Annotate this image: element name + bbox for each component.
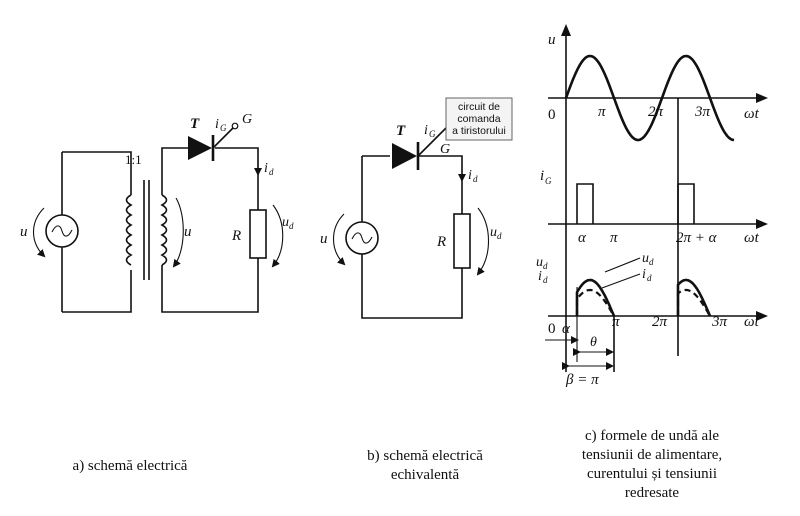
secondary-coil — [160, 194, 168, 266]
curve-label-id: i — [642, 267, 646, 282]
curve-label-id-sub: d — [647, 273, 652, 283]
gate-pulse-1 — [576, 183, 594, 224]
command-box-line-2: comanda — [457, 113, 500, 125]
middle-ylabel: i — [540, 168, 544, 184]
circuit-b: u T i G G circuit de comanda a tiristoru… — [320, 97, 513, 319]
middle-ylabel-sub: G — [545, 176, 552, 186]
load-voltage-sub-a: d — [289, 221, 294, 231]
circuit-b-wire — [361, 155, 463, 319]
gate-terminal — [231, 122, 239, 130]
caption-b-line-2: echivalentă — [391, 467, 460, 483]
top-tick-3pi: 3π — [694, 104, 711, 120]
thyristor-label-a: T — [190, 116, 200, 132]
top-ylabel: u — [548, 32, 556, 48]
caption-a: a) schemă electrică — [73, 458, 188, 474]
top-xlabel: ωt — [744, 106, 760, 122]
bottom-ylabel-u-sub: d — [543, 261, 548, 271]
load-current-curve-1 — [575, 288, 615, 317]
thyristor-a — [188, 136, 212, 160]
id-leader — [601, 273, 641, 289]
gate-command-box — [445, 97, 513, 141]
beta-label: β = π — [565, 372, 599, 388]
y-axis-arrow — [561, 24, 571, 36]
ratio-label: 1:1 — [125, 152, 142, 167]
thyristor-b — [392, 143, 417, 169]
bottom-tick-2pi: 2π — [652, 314, 668, 330]
resistor-b — [453, 213, 471, 269]
supply-voltage-curve — [564, 54, 735, 142]
bottom-xlabel: ωt — [744, 314, 760, 330]
top-tick-0: 0 — [548, 107, 556, 123]
resistor-label-a: R — [231, 228, 241, 244]
secondary-voltage-arrow — [172, 197, 184, 268]
gate-current-label-b: i — [424, 123, 428, 138]
sine-icon — [351, 232, 373, 244]
load-voltage-curve-2 — [676, 278, 712, 317]
ud-leader — [604, 257, 641, 273]
middle-tick-pi: π — [610, 230, 618, 246]
top-tick-2pi: 2π — [648, 104, 664, 120]
gate-label-b: G — [440, 142, 450, 157]
caption-c-line-4: redresate — [625, 485, 679, 501]
gate-lead-b — [417, 127, 447, 157]
resistor-a — [249, 209, 267, 259]
caption-c-line-2: tensiunii de alimentare, — [582, 447, 722, 463]
bottom-tick-pi: π — [612, 314, 620, 330]
middle-tick-alpha: α — [578, 230, 587, 246]
gate-label-a: G — [242, 112, 252, 127]
bottom-ylabel-u: u — [536, 255, 543, 270]
secondary-wire — [161, 147, 259, 313]
middle-x-axis-arrow — [756, 219, 768, 229]
primary-coil — [125, 194, 133, 266]
command-box-line-3: a tiristorului — [452, 125, 506, 137]
bottom-ylabel-i: i — [538, 269, 542, 284]
load-voltage-arrow-b — [476, 207, 489, 276]
source-voltage-arrow-b — [332, 213, 346, 266]
bottom-ylabel-i-sub: d — [543, 275, 548, 285]
load-voltage-label-a: u — [282, 215, 289, 230]
gate-current-sub-a: G — [220, 123, 227, 133]
load-current-label-a: i — [264, 161, 268, 176]
secondary-voltage-label: u — [184, 224, 192, 240]
load-current-sub-a: d — [269, 167, 274, 177]
curve-label-ud-sub: d — [649, 257, 654, 267]
load-current-sub-b: d — [473, 174, 478, 184]
load-voltage-label-b: u — [490, 225, 497, 240]
load-voltage-sub-b: d — [497, 231, 502, 241]
thyristor-label-b: T — [396, 123, 406, 139]
source-voltage-label: u — [20, 224, 28, 240]
source-voltage-arrow — [32, 207, 46, 258]
theta-label: θ — [590, 335, 597, 350]
middle-xlabel: ωt — [744, 230, 760, 246]
gate-pulse-2 — [677, 183, 695, 224]
top-x-axis-arrow — [756, 93, 768, 103]
caption-c-line-1: c) formele de undă ale — [585, 428, 719, 444]
waveforms: u 0 π 2π 3π ωt i G α π 2π + α ωt u d i d… — [536, 24, 768, 388]
top-tick-pi: π — [598, 104, 606, 120]
gate-lead-a — [212, 127, 234, 149]
circuit-a: u 1:1 u T i G G i d R u d — [20, 112, 294, 313]
load-current-label-b: i — [468, 168, 472, 183]
load-voltage-arrow-a — [271, 204, 284, 268]
bottom-x-axis-arrow — [756, 311, 768, 321]
sine-icon — [51, 225, 73, 237]
gate-current-label-a: i — [215, 117, 219, 132]
source-voltage-label-b: u — [320, 231, 328, 247]
resistor-label-b: R — [436, 234, 446, 250]
bottom-tick-0: 0 — [548, 321, 556, 337]
bottom-tick-3pi: 3π — [711, 314, 728, 330]
bottom-tick-alpha: α — [562, 321, 571, 337]
load-voltage-curve-1 — [575, 278, 616, 317]
command-box-line-1: circuit de — [458, 101, 500, 113]
gate-current-sub-b: G — [429, 129, 436, 139]
curve-label-ud: u — [642, 251, 649, 266]
caption-c-line-3: curentului și tensiunii — [587, 466, 717, 482]
caption-b-line-1: b) schemă electrică — [367, 448, 483, 464]
middle-tick-2pi-alpha: 2π + α — [676, 230, 718, 246]
